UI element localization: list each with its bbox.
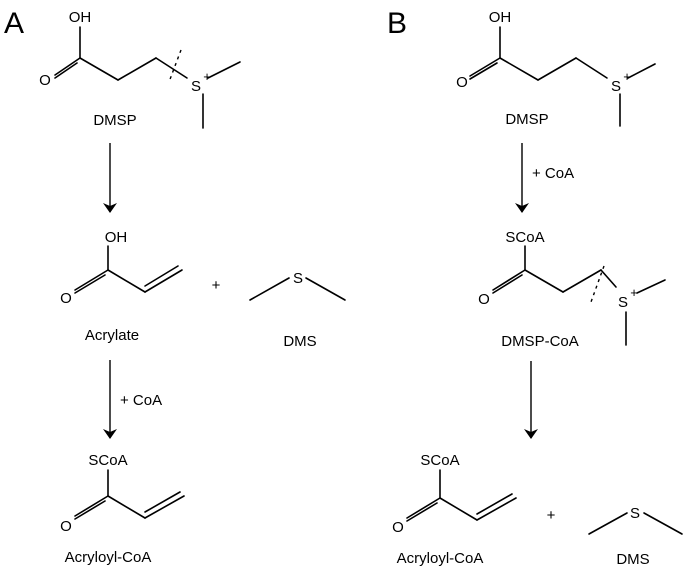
dmsp-name-a: DMSP: [93, 112, 136, 129]
panel-a: A OH O S + DMSP OH O: [4, 7, 346, 566]
scoa-label: SCoA: [505, 229, 544, 246]
oxygen-label: O: [456, 74, 468, 91]
panel-b-label: B: [387, 7, 407, 40]
dms-name-b: DMS: [616, 551, 649, 568]
dms-structure-a: S: [249, 270, 346, 301]
dms-structure-b: S: [588, 505, 683, 535]
dmsp-structure-a: OH O S +: [39, 9, 241, 129]
acryloyl-coa-name-b: Acryloyl-CoA: [397, 550, 484, 567]
oxygen-label: O: [60, 290, 72, 307]
oxygen-label: O: [478, 291, 490, 308]
hydroxyl-label: OH: [105, 229, 128, 246]
step-reagent-b: + CoA: [532, 165, 574, 182]
dms-name-a: DMS: [283, 333, 316, 350]
acryloyl-coa-structure-b: SCoA O: [392, 452, 517, 536]
hydroxyl-label: OH: [69, 9, 92, 26]
charge-label: +: [203, 69, 211, 84]
scoa-label: SCoA: [88, 452, 127, 469]
hydroxyl-label: OH: [489, 9, 512, 26]
sulfur-label: S: [611, 78, 621, 95]
sulfur-label: S: [293, 270, 303, 287]
dmsp-coa-name: DMSP-CoA: [501, 333, 579, 350]
scoa-label: SCoA: [420, 452, 459, 469]
dmsp-coa-structure: SCoA O S +: [478, 229, 666, 346]
sulfur-label: S: [191, 78, 201, 95]
acryloyl-coa-name-a: Acryloyl-CoA: [65, 549, 152, 566]
cleavage-mark: [168, 49, 182, 83]
acrylate-name: Acrylate: [85, 327, 139, 344]
oxygen-label: O: [60, 518, 72, 535]
acryloyl-coa-structure-a: SCoA O: [60, 452, 185, 535]
dmsp-structure-b: OH O S +: [456, 9, 656, 127]
charge-label: +: [630, 285, 638, 300]
oxygen-label: O: [39, 72, 51, 89]
plus-sign-b: +: [547, 507, 556, 524]
step-reagent-a: + CoA: [120, 392, 162, 409]
charge-label: +: [623, 69, 631, 84]
panel-b: B OH O S + DMSP + CoA: [387, 7, 683, 568]
panel-a-label: A: [4, 7, 24, 40]
plus-sign-a: +: [212, 277, 221, 294]
dmsp-name-b: DMSP: [505, 111, 548, 128]
sulfur-label: S: [618, 294, 628, 311]
oxygen-label: O: [392, 519, 404, 536]
acrylate-structure: OH O: [60, 229, 183, 307]
sulfur-label: S: [630, 505, 640, 522]
